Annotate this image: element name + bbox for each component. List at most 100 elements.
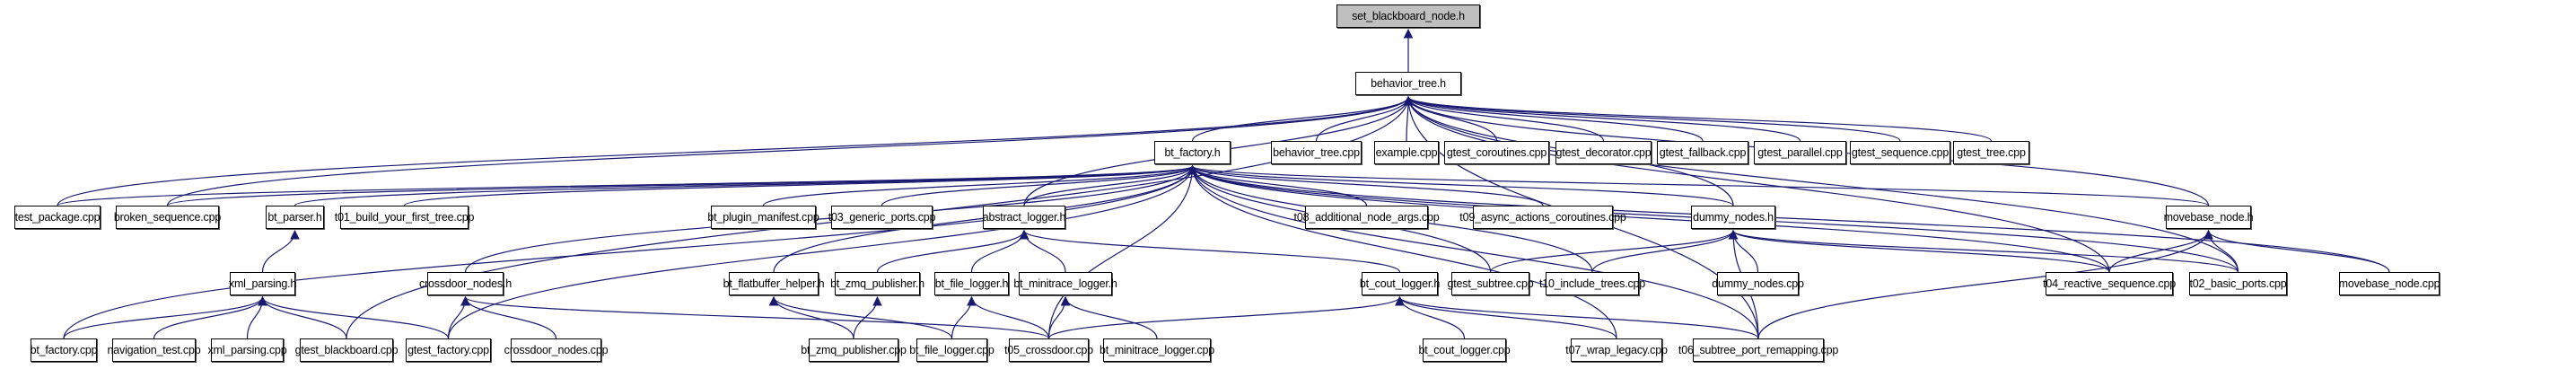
edge-t01-cpp-to-bt-factory-h: [403, 164, 1197, 206]
edge-bt-file-logger-cpp-to-bt-file-logger-h: [951, 295, 977, 339]
edge-t05-cpp-to-bt-minitrace-logger-h: [1047, 295, 1071, 339]
graph-node-crossdoor-nodes-h[interactable]: crossdoor_nodes.h: [419, 272, 512, 295]
edge-t02-cpp-to-behavior-tree-h: [1403, 95, 2239, 273]
graph-node-example-cpp[interactable]: example.cpp: [1374, 141, 1439, 164]
graph-node-t03-cpp[interactable]: t03_generic_ports.cpp: [828, 206, 935, 229]
edge-gtest-parallel-cpp-to-behavior-tree-h: [1403, 95, 1801, 142]
edge-bt-zmq-publisher-h-to-abstract-logger-h: [876, 229, 1030, 273]
edge-bt-minitrace-logger-h-to-abstract-logger-h: [1019, 229, 1066, 273]
edge-bt-zmq-publisher-cpp-to-bt-zmq-publisher-h: [853, 295, 882, 339]
edge-t05-cpp-to-bt-cout-logger-h: [1047, 295, 1405, 339]
edge-movebase-node-h-to-bt-factory-h: [1187, 164, 2210, 206]
edge-t06-cpp-to-movebase-node-h: [1757, 229, 2213, 339]
graph-node-t01-cpp[interactable]: t01_build_your_first_tree.cpp: [335, 206, 474, 229]
edge-t04-cpp-to-bt-factory-h: [1187, 164, 2110, 273]
edge-navigation-test-cpp-to-xml-parsing-h: [153, 295, 267, 339]
graph-node-dummy-nodes-cpp[interactable]: dummy_nodes.cpp: [1712, 272, 1804, 295]
graph-node-movebase-node-cpp[interactable]: movebase_node.cpp: [2339, 272, 2440, 295]
edge-t06-cpp-to-bt-cout-logger-h: [1395, 295, 1759, 339]
edge-bt-file-logger-cpp-to-bt-flatbuffer-helper-h: [768, 295, 953, 339]
graph-node-bt-file-logger-h[interactable]: bt_file_logger.h: [934, 272, 1009, 295]
edge-t06-cpp-to-bt-factory-h: [1187, 164, 1759, 339]
graph-node-bt-cout-logger-cpp[interactable]: bt_cout_logger.cpp: [1418, 338, 1511, 362]
edge-bt-factory-cpp-to-bt-factory-h: [63, 164, 1197, 339]
edge-gtest-blackboard-cpp-to-xml-parsing-h: [258, 295, 347, 339]
edge-bt-factory-cpp-to-xml-parsing-h: [63, 295, 267, 339]
graph-node-abstract-logger-h[interactable]: abstract_logger.h: [983, 206, 1065, 229]
graph-node-t05-cpp[interactable]: t05_crossdoor.cpp: [1004, 338, 1093, 362]
edge-bt-factory-h-to-behavior-tree-h: [1191, 95, 1414, 142]
edge-t03-cpp-to-bt-factory-h: [881, 164, 1197, 206]
edge-gtest-factory-cpp-to-xml-parsing-h: [258, 295, 450, 339]
graph-node-gtest-subtree-cpp[interactable]: gtest_subtree.cpp: [1448, 272, 1534, 295]
graph-node-t04-cpp[interactable]: t04_reactive_sequence.cpp: [2043, 272, 2176, 295]
graph-node-gtest-parallel-cpp[interactable]: gtest_parallel.cpp: [1754, 141, 1846, 164]
graph-node-t06-cpp[interactable]: t06_subtree_port_remapping.cpp: [1678, 338, 1838, 362]
graph-node-bt-factory-h[interactable]: bt_factory.h: [1154, 141, 1231, 164]
graph-node-gtest-fallback-cpp[interactable]: gtest_fallback.cpp: [1657, 141, 1748, 164]
graph-node-bt-parser-h[interactable]: bt_parser.h: [266, 206, 324, 229]
graph-node-gtest-blackboard-cpp[interactable]: gtest_blackboard.cpp: [295, 338, 399, 362]
edge-gtest-factory-cpp-to-bt-factory-h: [447, 164, 1197, 339]
edge-bt-minitrace-logger-cpp-to-bt-minitrace-logger-h: [1060, 295, 1158, 339]
edge-dummy-nodes-h-to-bt-factory-h: [1187, 164, 1734, 206]
graph-node-t08-cpp[interactable]: t08_additional_node_args.cpp: [1294, 206, 1440, 229]
graph-node-bt-file-logger-cpp[interactable]: bt_file_logger.cpp: [909, 338, 994, 362]
edge-crossdoor-nodes-cpp-to-crossdoor-nodes-h: [460, 295, 557, 339]
edge-crossdoor-nodes-h-to-bt-factory-h: [464, 164, 1197, 273]
edge-t07-cpp-to-bt-factory-h: [1187, 164, 1617, 339]
edge-t05-cpp-to-bt-factory-h: [1047, 164, 1197, 339]
edge-t07-cpp-to-bt-cout-logger-h: [1395, 295, 1617, 339]
graph-node-bt-plugin-manifest-cpp[interactable]: bt_plugin_manifest.cpp: [707, 206, 819, 229]
edge-t02-cpp-to-dummy-nodes-h: [1728, 229, 2239, 273]
edge-broken-sequence-cpp-to-behavior-tree-h: [166, 95, 1414, 206]
graph-node-bt-minitrace-logger-h[interactable]: bt_minitrace_logger.h: [1013, 272, 1117, 295]
edge-gtest-decorator-cpp-to-behavior-tree-h: [1403, 95, 1605, 142]
edge-gtest-subtree-cpp-to-dummy-nodes-h: [1489, 229, 1739, 273]
graph-node-t02-cpp[interactable]: t02_basic_ports.cpp: [2189, 272, 2287, 295]
edge-bt-file-logger-h-to-abstract-logger-h: [970, 229, 1030, 273]
edge-gtest-tree-cpp-to-behavior-tree-h: [1403, 95, 1993, 142]
graph-node-bt-zmq-publisher-h[interactable]: bt_zmq_publisher.h: [830, 272, 924, 295]
graph-node-behavior-tree-cpp[interactable]: behavior_tree.cpp: [1271, 141, 1362, 164]
graph-node-behavior-tree-h[interactable]: behavior_tree.h: [1355, 72, 1461, 95]
edge-t09-cpp-to-bt-factory-h: [1187, 164, 1544, 206]
edge-movebase-node-cpp-to-movebase-node-h: [2204, 229, 2390, 273]
edge-t05-cpp-to-bt-file-logger-h: [967, 295, 1050, 339]
graph-node-bt-flatbuffer-helper-h[interactable]: bt_flatbuffer_helper.h: [723, 272, 825, 295]
edge-t04-cpp-to-behavior-tree-h: [1403, 95, 2110, 273]
edge-bt-plugin-manifest-cpp-to-bt-factory-h: [762, 164, 1197, 206]
edge-test-package-cpp-to-behavior-tree-h: [57, 95, 1414, 206]
edge-t04-cpp-to-dummy-nodes-h: [1728, 229, 2110, 273]
graph-node-t10-cpp[interactable]: t10_include_trees.cpp: [1539, 272, 1645, 295]
graph-node-root: set_blackboard_node.h: [1336, 4, 1480, 28]
graph-node-crossdoor-nodes-cpp[interactable]: crossdoor_nodes.cpp: [504, 338, 609, 362]
graph-node-dummy-nodes-h[interactable]: dummy_nodes.h: [1691, 206, 1775, 229]
edge-gtest-fallback-cpp-to-behavior-tree-h: [1403, 95, 1704, 142]
edge-abstract-logger-h-to-bt-factory-h: [1023, 164, 1197, 206]
graph-node-gtest-factory-cpp[interactable]: gtest_factory.cpp: [406, 338, 491, 362]
graph-node-xml-parsing-cpp[interactable]: xml_parsing.cpp: [207, 338, 287, 362]
graph-node-xml-parsing-h[interactable]: xml_parsing.h: [229, 272, 296, 295]
graph-node-test-package-cpp[interactable]: test_package.cpp: [14, 206, 101, 229]
graph-node-broken-sequence-cpp[interactable]: broken_sequence.cpp: [114, 206, 221, 229]
edge-layer: [57, 28, 2390, 339]
graph-node-movebase-node-h[interactable]: movebase_node.h: [2164, 206, 2254, 229]
graph-node-gtest-decorator-cpp[interactable]: gtest_decorator.cpp: [1555, 141, 1652, 164]
edge-t10-cpp-to-dummy-nodes-h: [1591, 229, 1739, 273]
graph-node-bt-zmq-publisher-cpp[interactable]: bt_zmq_publisher.cpp: [801, 338, 907, 362]
edge-gtest-sequence-cpp-to-behavior-tree-h: [1403, 95, 1901, 142]
edge-t05-cpp-to-crossdoor-nodes-h: [460, 295, 1050, 339]
graph-node-t07-cpp[interactable]: t07_wrap_legacy.cpp: [1565, 338, 1668, 362]
graph-node-bt-factory-cpp[interactable]: bt_factory.cpp: [31, 338, 98, 362]
graph-node-gtest-sequence-cpp[interactable]: gtest_sequence.cpp: [1850, 141, 1950, 164]
graph-node-navigation-test-cpp[interactable]: navigation_test.cpp: [108, 338, 201, 362]
graph-node-gtest-tree-cpp[interactable]: gtest_tree.cpp: [1953, 141, 2029, 164]
edge-xml-parsing-h-to-bt-parser-h: [261, 229, 300, 273]
graph-node-t09-cpp[interactable]: t09_async_actions_coroutines.cpp: [1459, 206, 1626, 229]
graph-node-bt-minitrace-logger-cpp[interactable]: bt_minitrace_logger.cpp: [1100, 338, 1214, 362]
edge-gtest-factory-cpp-to-crossdoor-nodes-h: [447, 295, 470, 339]
graph-node-bt-cout-logger-h[interactable]: bt_cout_logger.h: [1360, 272, 1440, 295]
graph-node-gtest-coroutines-cpp[interactable]: gtest_coroutines.cpp: [1444, 141, 1549, 164]
